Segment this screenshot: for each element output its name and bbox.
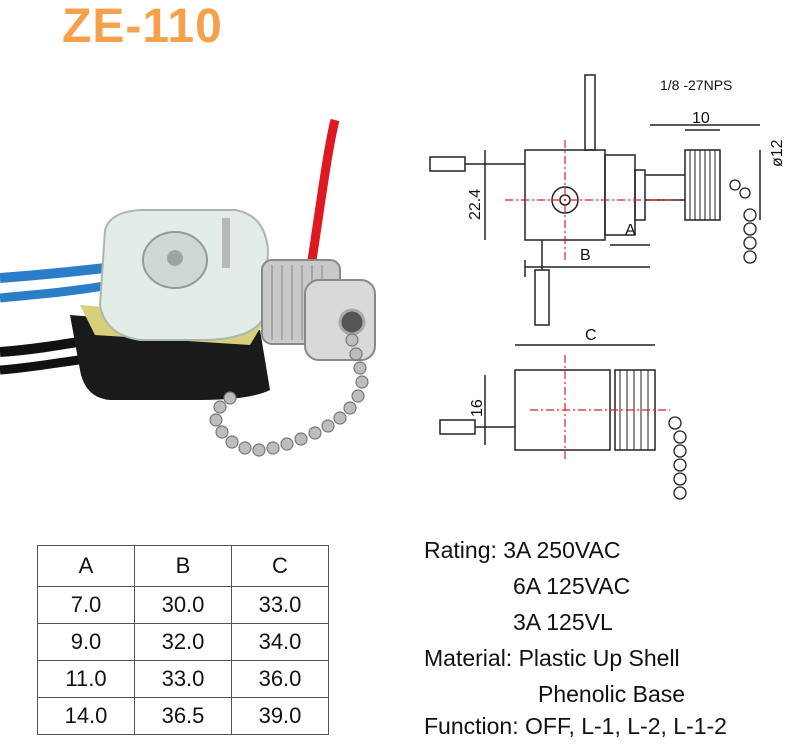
table-row: 11.0 33.0 36.0 [37, 660, 329, 698]
material-label: Material: [424, 645, 513, 671]
table-cell: 9.0 [37, 623, 135, 661]
table-cell: 33.0 [231, 586, 329, 624]
dim-a-label: A [625, 222, 636, 239]
dim-16-label: 16 [469, 399, 486, 417]
table-cell: 32.0 [134, 623, 232, 661]
header-cell: A [37, 545, 135, 587]
table-cell: 39.0 [231, 697, 329, 735]
rating-label: Rating: [424, 537, 497, 563]
dim-10-label: 10 [692, 110, 710, 127]
table-cell: 36.5 [134, 697, 232, 735]
blue-wire-2 [0, 280, 111, 303]
table-cell: 30.0 [134, 586, 232, 624]
pull-chain [209, 333, 369, 457]
table-header-row: A B C [37, 545, 329, 587]
material-value-2: Phenolic Base [538, 681, 686, 707]
switch-photo [0, 118, 376, 457]
dim-b-label: B [580, 247, 591, 264]
table-row: 9.0 32.0 34.0 [37, 623, 329, 661]
table-cell: 33.0 [134, 660, 232, 698]
shell-pin [222, 218, 230, 268]
table-cell: 36.0 [231, 660, 329, 698]
shell-pivot [167, 250, 183, 266]
dimension-drawings: 1/8 -27NPS 10 ø12 22.4 A B C 16 [429, 74, 786, 500]
material-value-1: Plastic Up Shell [518, 645, 680, 671]
function-value: OFF, L-1, L-2, L-1-2 [525, 713, 727, 739]
dimension-table: A B C 7.0 30.0 33.0 9.0 32.0 34.0 11.0 3… [37, 545, 329, 735]
rating-value-1: 3A 250VAC [503, 537, 621, 563]
header-cell: C [231, 545, 329, 587]
table-row: 7.0 30.0 33.0 [37, 586, 329, 624]
rating-value-2: 6A 125VAC [513, 573, 631, 599]
table-cell: 11.0 [37, 660, 135, 698]
dim-dia12-label: ø12 [769, 139, 786, 167]
rating-line: Rating: 3A 250VAC [424, 532, 620, 568]
product-title: ZE-110 [62, 0, 223, 53]
table-cell: 7.0 [37, 586, 135, 624]
bushing-hole [338, 308, 366, 336]
function-label: Function: [424, 713, 519, 739]
table-cell: 34.0 [231, 623, 329, 661]
material-line: Material: Plastic Up Shell [424, 640, 680, 676]
function-line: Function: OFF, L-1, L-2, L-1-2 [424, 708, 727, 744]
header-cell: B [134, 545, 232, 587]
top-nut [684, 149, 721, 221]
rating-value-3: 3A 125VL [513, 609, 613, 635]
dim-22-4-label: 22.4 [467, 189, 484, 220]
table-row: 14.0 36.5 39.0 [37, 697, 329, 735]
dim-c-label: C [585, 327, 597, 344]
table-cell: 14.0 [37, 697, 135, 735]
thread-label: 1/8 -27NPS [660, 77, 732, 93]
